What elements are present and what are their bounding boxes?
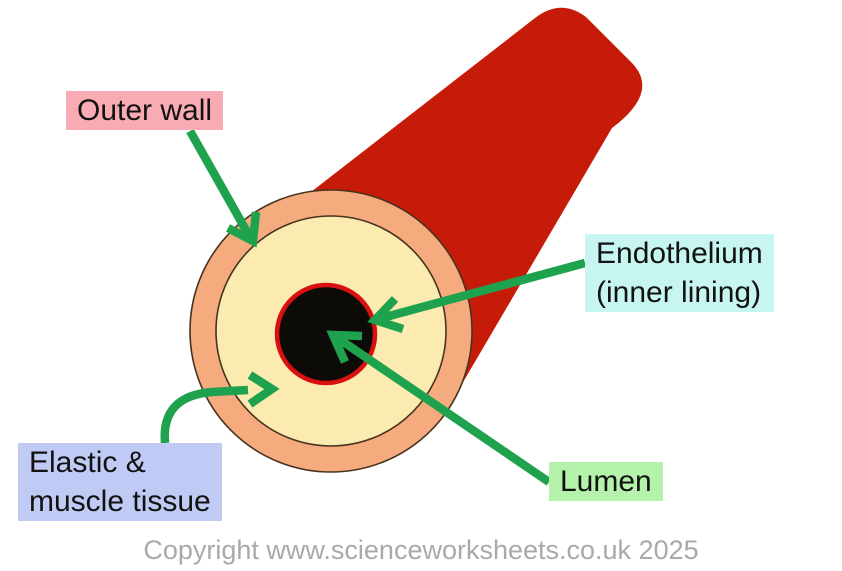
endothelium-arrow <box>367 258 587 334</box>
endothelium-label-line2: (inner lining) <box>596 276 762 309</box>
endothelium-label: Endothelium (inner lining) <box>585 234 774 312</box>
lumen-arrow-head <box>326 330 363 364</box>
elastic-muscle-label-line1: Elastic & <box>29 446 146 479</box>
elastic-muscle-arrow-shaft <box>160 385 249 444</box>
lumen-circle <box>274 282 378 386</box>
elastic-muscle-arrow-head <box>247 371 280 408</box>
elastic-muscle-label-line2: muscle tissue <box>29 485 211 518</box>
pointer-arrows <box>160 128 587 486</box>
endothelium-arrow-shaft <box>376 258 587 324</box>
lumen-label: Lumen <box>549 462 663 501</box>
endothelium-label-line1: Endothelium <box>596 237 763 270</box>
lumen-arrow <box>326 330 552 486</box>
outer-wall-arrow-head <box>226 211 261 248</box>
elastic-muscle-label: Elastic & muscle tissue <box>18 443 222 521</box>
elastic-muscle-arrow <box>160 371 280 444</box>
copyright-text: Copyright www.scienceworksheets.co.uk 20… <box>143 535 699 565</box>
outer-wall-arrow-shaft <box>186 128 255 242</box>
endothelium-arrow-head <box>367 296 405 334</box>
outer-wall-label: Outer wall <box>66 91 224 130</box>
outer-wall-arrow <box>186 128 261 248</box>
lumen-arrow-shaft <box>333 333 552 486</box>
